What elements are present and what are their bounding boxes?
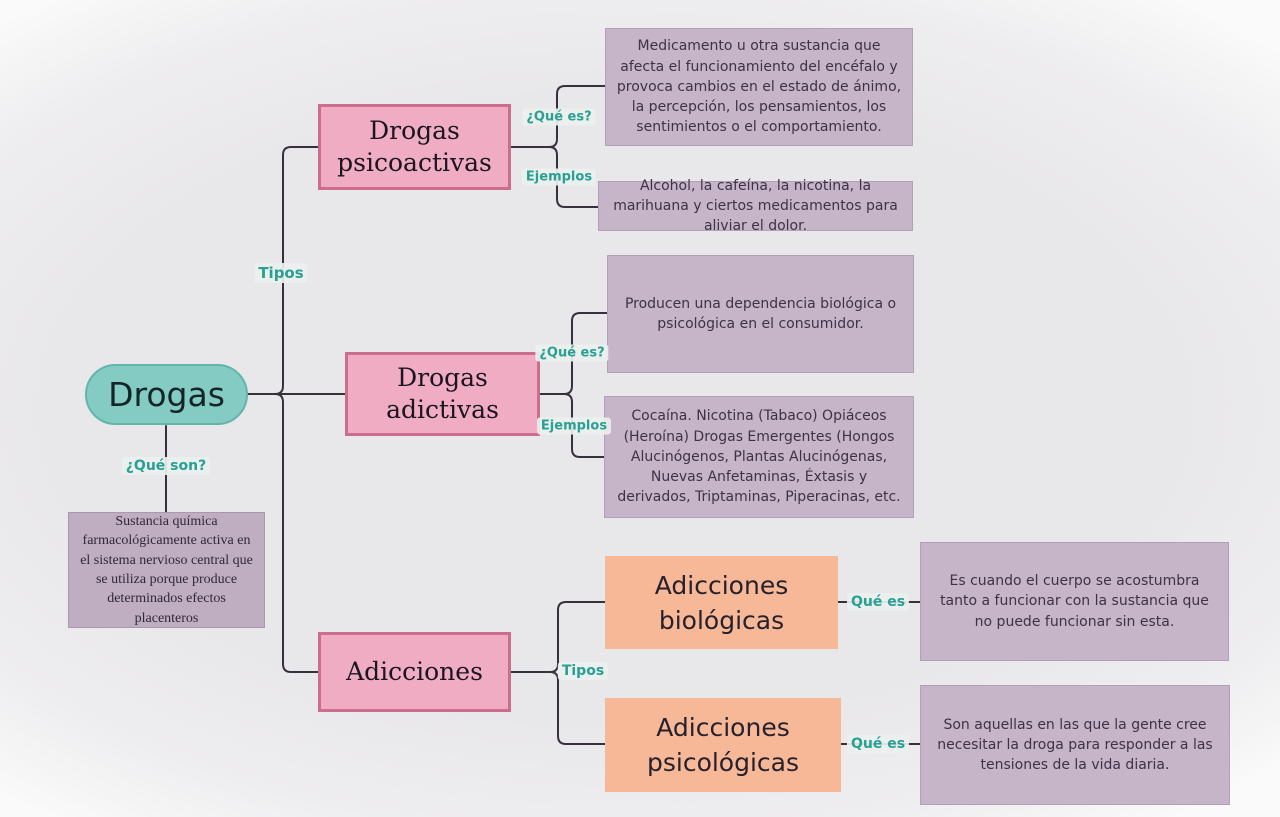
branch-adicciones: Adicciones xyxy=(318,632,511,712)
edge-label-que-es-psicoactivas: ¿Qué es? xyxy=(522,108,596,126)
edge-label-que-es-psicologicas: Qué es xyxy=(846,735,910,753)
branch-adicciones-label: Adicciones xyxy=(346,656,483,686)
psicologicas-que-es-text: Son aquellas en las que la gente cree ne… xyxy=(937,716,1213,774)
root-node-label: Drogas xyxy=(108,375,225,414)
edge-label-que-son: ¿Qué son? xyxy=(121,457,211,475)
psicoactivas-que-es-text: Medicamento u otra sustancia que afecta … xyxy=(616,38,902,136)
adictivas-que-es-box: Producen una dependencia biológica o psi… xyxy=(607,255,914,373)
branch-psicoactivas-label: Drogas psicoactivas xyxy=(337,115,492,178)
edge-label-tipos-trunk: Tipos xyxy=(254,263,308,283)
subtype-adicciones-biologicas: Adicciones biológicas xyxy=(605,556,838,649)
edge-label-tipos-adicciones: Tipos xyxy=(557,662,609,680)
branch-drogas-adictivas: Drogas adictivas xyxy=(345,352,540,436)
psicoactivas-que-es-box: Medicamento u otra sustancia que afecta … xyxy=(605,28,913,146)
edge-label-ejemplos-adictivas: Ejemplos xyxy=(536,417,612,435)
biologicas-que-es-text: Es cuando el cuerpo se acostumbra tanto … xyxy=(940,573,1209,630)
branch-adictivas-label: Drogas adictivas xyxy=(386,362,499,425)
edge-label-que-es-biologicas: Qué es xyxy=(846,593,910,611)
subtype-biologicas-label: Adicciones biológicas xyxy=(654,570,789,635)
adictivas-ejemplos-box: Cocaína. Nicotina (Tabaco) Opiáceos (Her… xyxy=(604,396,914,518)
subtype-psicologicas-label: Adicciones psicológicas xyxy=(646,713,800,777)
adictivas-que-es-text: Producen una dependencia biológica o psi… xyxy=(624,295,897,332)
edge-label-que-es-adictivas: ¿Qué es? xyxy=(535,344,609,362)
psicoactivas-ejemplos-text: Alcohol, la cafeína, la nicotina, la mar… xyxy=(613,177,898,235)
branch-drogas-psicoactivas: Drogas psicoactivas xyxy=(318,104,511,190)
subtype-adicciones-psicologicas: Adicciones psicológicas xyxy=(605,698,841,792)
edge-label-ejemplos-psicoactivas: Ejemplos xyxy=(521,168,597,186)
biologicas-que-es-box: Es cuando el cuerpo se acostumbra tanto … xyxy=(920,542,1229,661)
root-definition-box: Sustancia química farmacológicamente act… xyxy=(68,512,265,628)
adictivas-ejemplos-text: Cocaína. Nicotina (Tabaco) Opiáceos (Her… xyxy=(617,408,901,506)
psicologicas-que-es-box: Son aquellas en las que la gente cree ne… xyxy=(920,685,1230,805)
root-definition-text: Sustancia química farmacológicamente act… xyxy=(80,514,253,626)
root-node-drogas: Drogas xyxy=(85,364,248,425)
psicoactivas-ejemplos-box: Alcohol, la cafeína, la nicotina, la mar… xyxy=(598,178,913,234)
